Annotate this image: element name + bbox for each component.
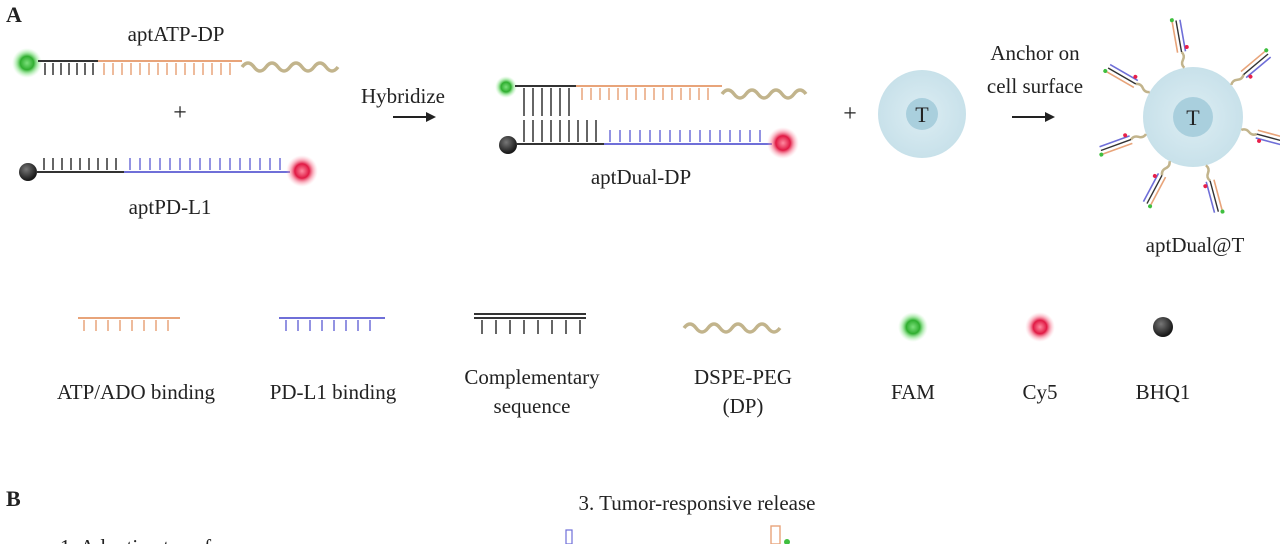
plus-sign: + xyxy=(173,100,187,126)
anchor-label-line2: cell surface xyxy=(987,74,1083,98)
legend-label-cy5: Cy5 xyxy=(1022,380,1057,404)
wavy-line-icon xyxy=(682,322,782,334)
anchored-duplex xyxy=(1240,128,1280,148)
legend: ATP/ADO binding PD-L1 binding Complement… xyxy=(57,312,1190,418)
aptpd-l1-label: aptPD-L1 xyxy=(129,195,212,219)
hybridize-arrow-icon xyxy=(393,112,436,122)
dspe-peg-wave xyxy=(240,61,340,73)
aptdual-t-cell xyxy=(1143,67,1243,167)
anchored-duplex xyxy=(1099,133,1148,157)
blue-strand-icon xyxy=(279,317,385,331)
bhq1-dot-icon xyxy=(19,163,37,181)
step1-label: 1. Adoptive transfer xyxy=(60,535,227,544)
fam-dot-icon xyxy=(12,48,42,78)
aptdual-dp-label: aptDual-DP xyxy=(591,165,691,189)
anchored-duplex xyxy=(1142,160,1171,209)
aptdual-t-cell-label: T xyxy=(1186,105,1200,130)
black-dot-icon xyxy=(1153,317,1173,337)
aptatp-dp-label: aptATP-DP xyxy=(128,22,225,46)
aptdual-dp-duplex xyxy=(495,76,808,159)
panel-b-glyphs xyxy=(565,525,790,544)
anchored-duplex xyxy=(1103,63,1150,94)
fam-dot-icon xyxy=(495,76,517,98)
hybridize-label: Hybridize xyxy=(361,84,445,108)
aptdual-t-label: aptDual@T xyxy=(1146,233,1245,257)
legend-label-dspe-peg: DSPE-PEG xyxy=(694,365,792,389)
red-dot-icon xyxy=(1025,312,1055,342)
bhq1-dot-icon xyxy=(499,136,517,154)
legend-label-atp: ATP/ADO binding xyxy=(57,380,216,404)
anchor-label-line1: Anchor on xyxy=(990,41,1080,65)
anchored-duplexes xyxy=(1099,18,1280,214)
plus-sign-2: + xyxy=(843,101,857,127)
panel-b-label: B xyxy=(6,486,21,511)
t-cell xyxy=(878,70,966,158)
anchored-duplex xyxy=(1230,48,1272,86)
black-strand-icon xyxy=(474,313,586,334)
aptpd-l1-strand xyxy=(19,155,318,187)
anchored-duplex xyxy=(1203,164,1225,214)
cy5-dot-icon xyxy=(286,155,318,187)
t-cell-label: T xyxy=(915,102,929,127)
step3-label: 3. Tumor-responsive release xyxy=(579,491,816,515)
legend-label-complementary: Complementary xyxy=(464,365,600,389)
legend-label-bhq1: BHQ1 xyxy=(1136,380,1191,404)
legend-label-fam: FAM xyxy=(891,380,935,404)
legend-label-sequence: sequence xyxy=(494,394,571,418)
anchored-duplex xyxy=(1169,18,1189,69)
legend-label-dp: (DP) xyxy=(723,394,764,418)
panel-a-label: A xyxy=(6,2,22,27)
anchor-arrow-icon xyxy=(1012,112,1055,122)
orange-strand-icon xyxy=(78,317,180,331)
green-dot-icon xyxy=(898,312,928,342)
aptatp-dp-strand xyxy=(12,48,340,78)
cy5-dot-icon xyxy=(767,127,799,159)
legend-label-pdl1: PD-L1 binding xyxy=(270,380,397,404)
